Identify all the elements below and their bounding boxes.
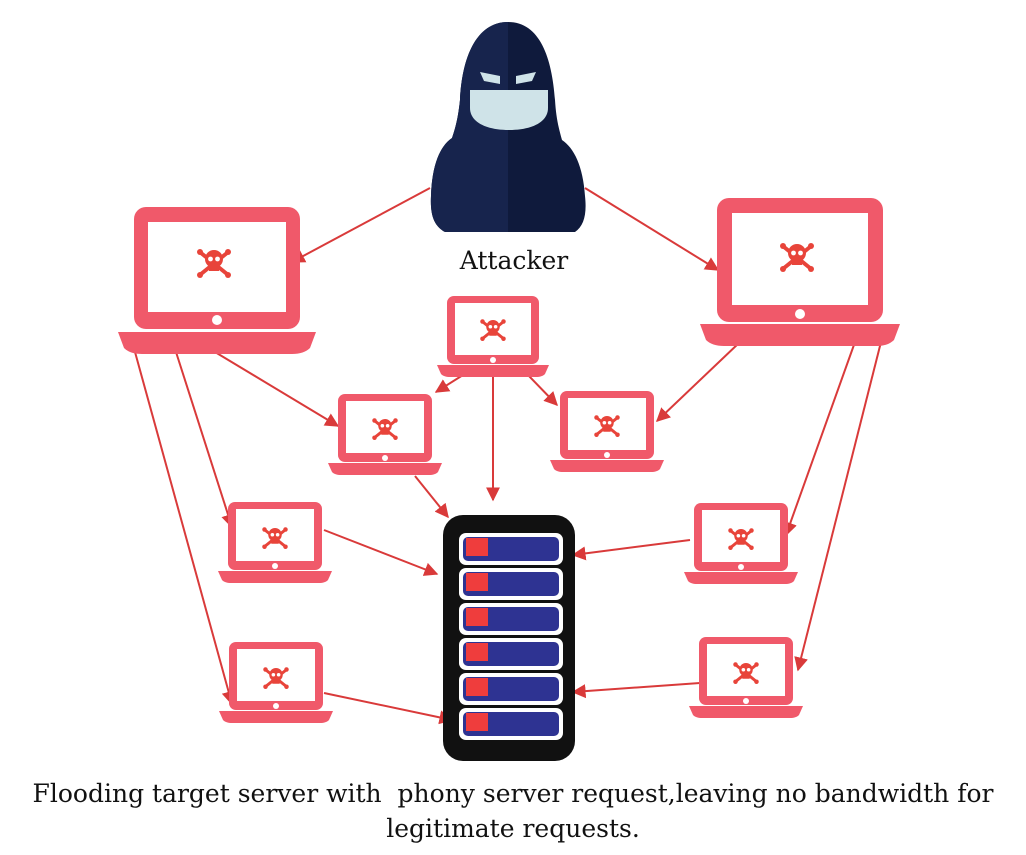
laptop-skull-icon [219,642,333,723]
arrows [134,187,882,725]
diagram-caption: Flooding target server with phony server… [0,776,1026,846]
laptop-skull-icon [328,394,442,475]
arrow [175,351,235,529]
server-rack-icon [443,515,575,761]
laptop-skull-icon [550,391,664,472]
arrow [571,539,691,561]
arrow [794,341,882,672]
arrow [655,341,741,422]
laptop-skull-icon [700,198,900,346]
laptop-skull-icon [684,503,798,584]
hacker-icon [430,22,586,232]
caption-line: Flooding target server with phony server… [32,779,994,808]
arrow [783,341,856,537]
arrow [323,692,454,725]
laptop-skull-icon [118,207,316,354]
arrow [527,374,558,407]
arrow [134,351,236,706]
caption-line: legitimate requests. [386,814,640,843]
attacker-label: Attacker [459,246,569,275]
arrow [214,351,340,427]
laptop-skull-icon [437,296,549,377]
arrow [414,475,449,519]
arrow [290,187,431,263]
arrow [323,529,439,576]
arrow [571,682,701,699]
laptop-skull-icon [689,637,803,718]
arrow [434,374,464,393]
arrow [584,187,720,271]
server-slots [459,533,563,740]
laptop-skull-icon [218,502,332,583]
